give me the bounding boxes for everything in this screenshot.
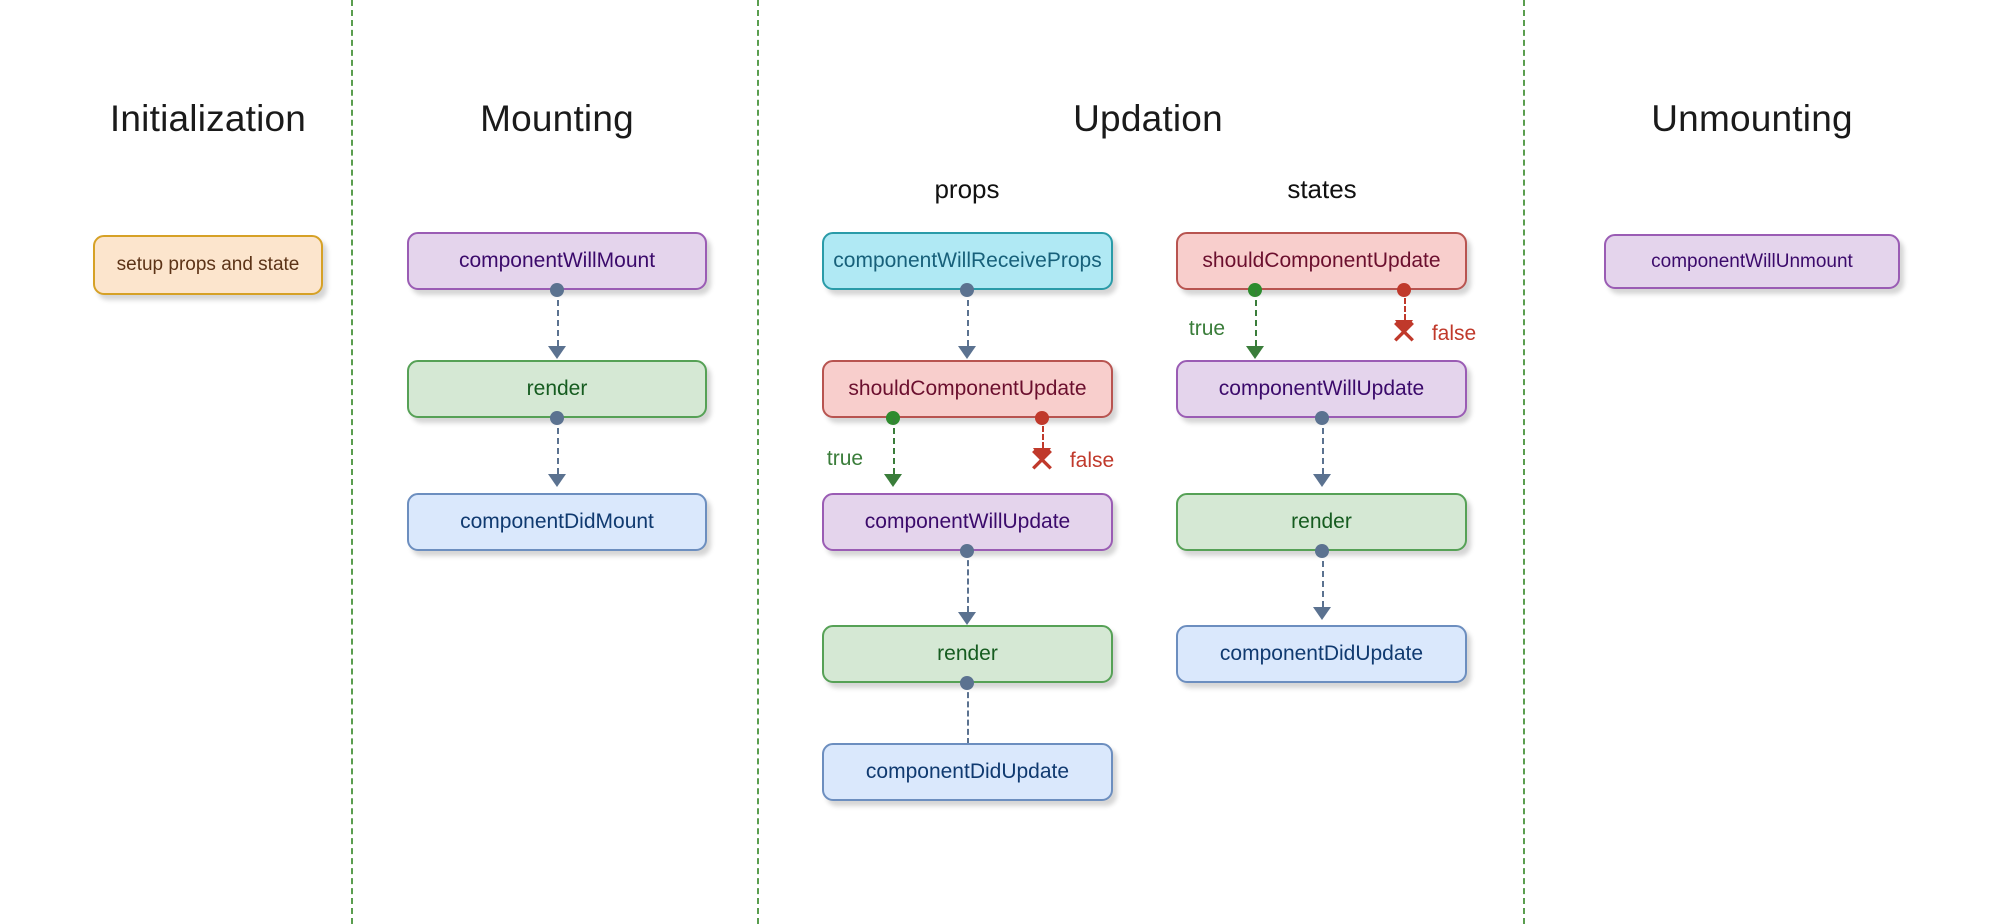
phase-title-unmounting: Unmounting xyxy=(1651,98,1853,139)
node-render-mounting[interactable]: render xyxy=(407,360,707,418)
connector-arrow-props-2 xyxy=(958,612,976,625)
node-component-will-receive-props[interactable]: componentWillReceiveProps xyxy=(822,232,1113,290)
connector-arrow-states-1 xyxy=(1313,474,1331,487)
connector-arrow-states-false xyxy=(1395,320,1413,333)
section-divider-1 xyxy=(351,0,353,924)
subsection-title-states: states xyxy=(1287,174,1357,204)
node-render-states[interactable]: render xyxy=(1176,493,1467,551)
block-x-icon-states: ✕ xyxy=(1389,313,1419,353)
connector-arrow-props-true xyxy=(884,474,902,487)
node-component-did-mount[interactable]: componentDidMount xyxy=(407,493,707,551)
connector-arrow-mount-1 xyxy=(548,346,566,359)
connector-line-states-true xyxy=(1255,290,1257,346)
phase-title-initialization: Initialization xyxy=(109,98,307,139)
connector-line-states-1 xyxy=(1322,418,1324,474)
connector-line-mount-1 xyxy=(557,290,559,346)
subsection-title-props: props xyxy=(934,174,1000,204)
section-divider-3 xyxy=(1523,0,1525,924)
branch-label-states-false: false xyxy=(1431,322,1477,345)
node-component-will-mount[interactable]: componentWillMount xyxy=(407,232,707,290)
node-component-will-unmount[interactable]: componentWillUnmount xyxy=(1604,234,1900,289)
connector-arrow-states-2 xyxy=(1313,607,1331,620)
connector-arrow-mount-2 xyxy=(548,474,566,487)
connector-arrow-states-true xyxy=(1246,346,1264,359)
connector-line-props-false xyxy=(1042,418,1044,448)
node-component-will-update-props[interactable]: componentWillUpdate xyxy=(822,493,1113,551)
connector-line-states-false xyxy=(1404,290,1406,320)
connector-line-mount-2 xyxy=(557,418,559,474)
phase-title-mounting: Mounting xyxy=(480,98,634,139)
block-x-icon-props: ✕ xyxy=(1027,441,1057,481)
connector-line-props-3 xyxy=(967,683,969,744)
node-setup-props-and-state[interactable]: setup props and state xyxy=(93,235,323,295)
node-component-did-update-props[interactable]: componentDidUpdate xyxy=(822,743,1113,801)
node-should-component-update-props[interactable]: shouldComponentUpdate xyxy=(822,360,1113,418)
node-component-did-update-states[interactable]: componentDidUpdate xyxy=(1176,625,1467,683)
connector-line-props-2 xyxy=(967,551,969,612)
node-render-props[interactable]: render xyxy=(822,625,1113,683)
connector-arrow-props-1 xyxy=(958,346,976,359)
section-divider-2 xyxy=(757,0,759,924)
branch-label-props-true: true xyxy=(826,447,864,470)
branch-label-props-false: false xyxy=(1069,449,1115,472)
connector-arrow-props-false xyxy=(1033,448,1051,461)
connector-line-props-true xyxy=(893,418,895,474)
connector-line-states-2 xyxy=(1322,551,1324,607)
branch-label-states-true: true xyxy=(1188,317,1226,340)
node-should-component-update-states[interactable]: shouldComponentUpdate xyxy=(1176,232,1467,290)
phase-title-updation: Updation xyxy=(1073,98,1223,139)
connector-line-props-1 xyxy=(967,290,969,346)
node-component-will-update-states[interactable]: componentWillUpdate xyxy=(1176,360,1467,418)
